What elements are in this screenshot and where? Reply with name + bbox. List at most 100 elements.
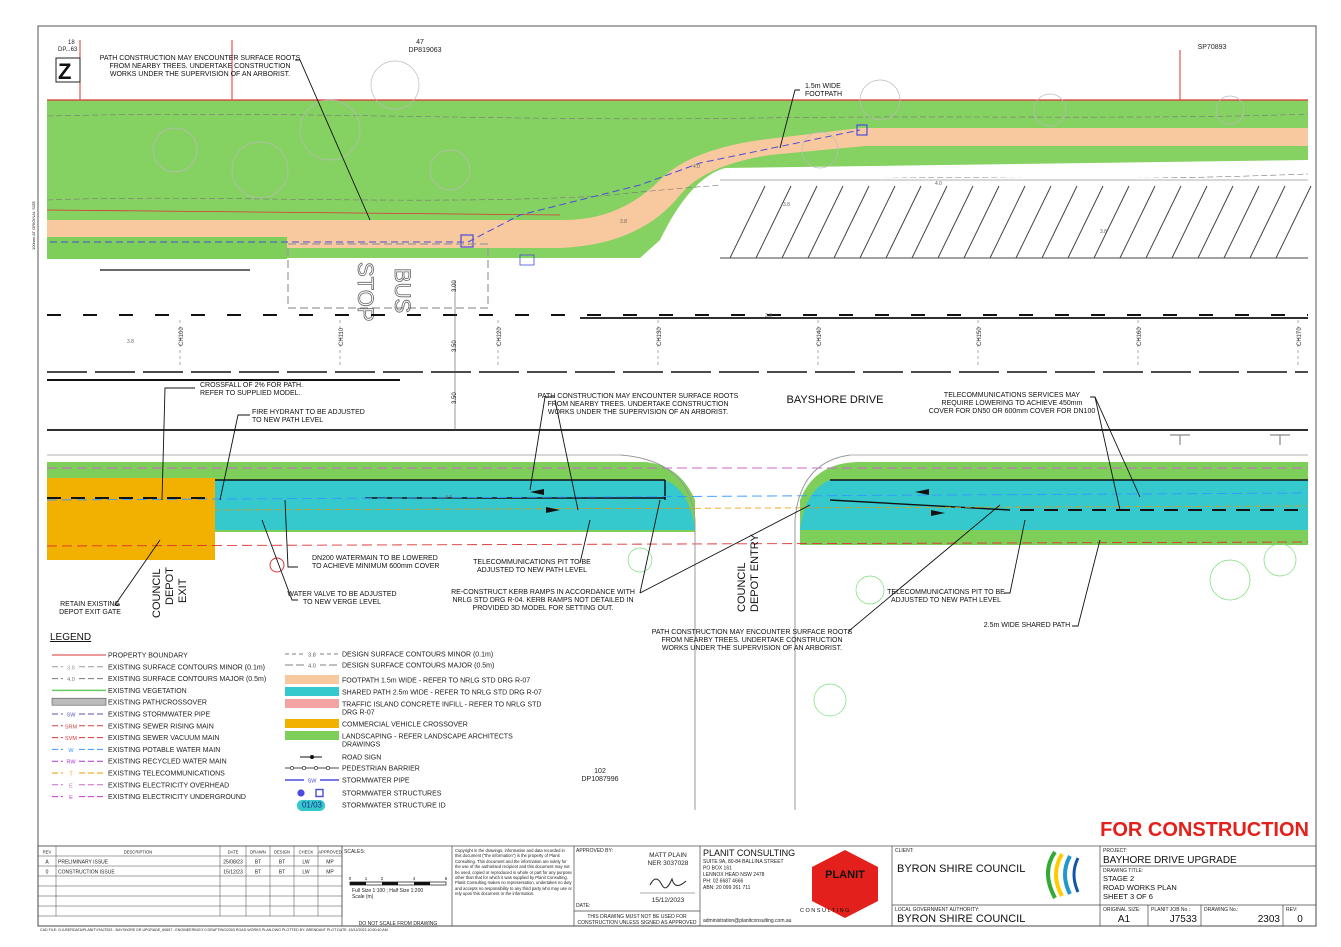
rev-cell: BT	[279, 870, 285, 876]
rev-header: DRAWN	[250, 850, 266, 855]
approved-by-label: APPROVED BY:	[576, 848, 613, 854]
chainage-label: CH130	[657, 327, 663, 346]
note-watermain: DN200 WATERMAIN TO BE LOWERED	[312, 555, 438, 562]
scale-bar	[349, 881, 447, 886]
legend-code: E	[69, 783, 73, 789]
legend-item-label: PROPERTY BOUNDARY	[108, 653, 188, 660]
scale-text-1: Full Size 1:100 ; Half Size 1:200	[352, 888, 423, 894]
note-roots-bottom: WORKS UNDER THE SUPERVISION OF AN ARBORI…	[662, 645, 842, 652]
depot-entry-1: COUNCIL	[736, 562, 748, 612]
legend-item-label: ROAD SIGN	[342, 755, 381, 762]
legend-code: RW	[66, 760, 76, 766]
legend-item-label: TRAFFIC ISLAND CONCRETE INFILL - REFER T…	[342, 702, 541, 709]
company-email: administration@planitconsulting.com.au	[703, 918, 792, 924]
legend-code: SW	[67, 713, 77, 719]
note-retain-gate: DEPOT EXIT GATE	[59, 609, 121, 616]
note-roots-bottom: PATH CONSTRUCTION MAY ENCOUNTER SURFACE …	[652, 629, 853, 636]
rev-cell: BT	[255, 870, 261, 876]
rev-label: REV:	[1286, 907, 1297, 913]
scales-label: SCALES:	[344, 849, 365, 855]
rev-header: CHECK	[299, 850, 314, 855]
legend-item-label: DRG R-07	[342, 710, 375, 717]
drawing-title-2: ROAD WORKS PLAN	[1103, 883, 1177, 892]
chainage-label: CH100	[179, 327, 185, 346]
note-retain-gate: RETAIN EXISTING	[60, 601, 120, 608]
dim-350b: 3.50	[452, 392, 458, 404]
client-name: BYRON SHIRE COUNCIL	[897, 863, 1025, 875]
note-hydrant: FIRE HYDRANT TO BE ADJUSTED	[252, 409, 365, 416]
legend-item-label: EXISTING SEWER RISING MAIN	[108, 723, 214, 730]
depot-exit-1: COUNCIL	[151, 568, 163, 618]
svg-text:4.0: 4.0	[935, 181, 942, 187]
note-watermain: TO ACHIEVE MINIMUM 600mm COVER	[312, 563, 439, 570]
note-kerb: RE-CONSTRUCT KERB RAMPS IN ACCORDANCE WI…	[451, 589, 635, 596]
legend-code: 01/03	[302, 801, 323, 810]
lot-102: 102	[594, 768, 606, 775]
note-roots-bottom: FROM NEARBY TREES. UNDERTAKE CONSTRUCTIO…	[661, 637, 842, 644]
drawing-title-3: SHEET 3 OF 6	[1103, 892, 1153, 901]
legend-item-label: EXISTING RECYCLED WATER MAIN	[108, 759, 227, 766]
drawing-title-1: STAGE 2	[1103, 874, 1134, 883]
client-label: CLIENT:	[895, 848, 914, 854]
not-used-1: THIS DRAWING MUST NOT BE USED FOR	[587, 914, 687, 920]
legend-item-label: EXISTING SURFACE CONTOURS MINOR (0.1m)	[108, 664, 265, 671]
stormwater-pit-2	[856, 124, 868, 136]
legend-code: T	[69, 772, 73, 778]
for-construction-stamp: FOR CONSTRUCTION	[1100, 819, 1309, 841]
note-roots-top: PATH CONSTRUCTION MAY ENCOUNTER SURFACE …	[100, 55, 301, 62]
svg-text:3.8: 3.8	[783, 202, 790, 208]
rev-cell: MP	[326, 860, 334, 866]
legend-item-label: STORMWATER STRUCTURE ID	[342, 803, 446, 810]
contour-labels: 3.8 4.0 3.8 3.8 4.0 4.0 3.8 3.8	[127, 164, 1107, 501]
legend-item-label: STORMWATER STRUCTURES	[342, 791, 442, 798]
drawing-no: 2303	[1258, 914, 1281, 925]
chainage-label: CH160	[1137, 327, 1143, 346]
north-arrow: Z	[55, 57, 81, 84]
lot-tl: 18	[68, 40, 75, 46]
job-label: PLANIT JOB No.:	[1151, 907, 1190, 913]
note-roots-mid: WORKS UNDER THE SUPERVISION OF AN ARBORI…	[548, 409, 728, 416]
note-kerb: PROVIDED 3D MODEL FOR SETTING OUT.	[473, 605, 614, 612]
approver-ner: NER 3037028	[648, 860, 689, 867]
legend-item-label: EXISTING STORMWATER PIPE	[108, 712, 210, 719]
cad-file: CAD FILE: G:\USERDATA\PLANIT\YN\J7533 - …	[40, 928, 388, 932]
note-telecom-pit2: ADJUSTED TO NEW PATH LEVEL	[891, 597, 1001, 604]
bottom-plan	[46, 434, 1309, 810]
legend-item-label: COMMERCIAL VEHICLE CROSSOVER	[342, 722, 468, 729]
svg-text:3.8: 3.8	[765, 313, 772, 319]
note-roots-top: FROM NEARBY TREES. UNDERTAKE CONSTRUCTIO…	[109, 63, 290, 70]
legend-item-label: PEDESTRIAN BARRIER	[342, 766, 420, 773]
legend-code: 4.0	[67, 677, 75, 683]
parking-area	[720, 178, 1308, 258]
note-roots-mid: FROM NEARBY TREES. UNDERTAKE CONSTRUCTIO…	[547, 401, 728, 408]
note-telecom-services: TELECOMMUNICATIONS SERVICES MAY	[944, 392, 1080, 399]
orig-size: A1	[1118, 914, 1131, 925]
address-line: SUITE 9A, 80-84 BALLINA STREET	[703, 859, 784, 865]
note-kerb: NRLG STD DRG R-04. KERB RAMPS NOT DETAIL…	[453, 597, 634, 604]
stormwater-pit-1	[460, 234, 474, 248]
top-footpath-west	[47, 237, 287, 259]
water-main	[46, 492, 1309, 501]
rev-header: DESIGN	[274, 850, 290, 855]
legend-code: SW	[308, 779, 318, 785]
rev-cell: 0	[46, 870, 49, 876]
note-water-valve: TO NEW VERGE LEVEL	[303, 599, 381, 606]
do-not-scale: DO NOT SCALE FROM DRAWING	[359, 921, 438, 927]
note-water-valve: WATER VALVE TO BE ADJUSTED	[287, 591, 396, 598]
address-line: PO BOX 161	[703, 866, 732, 872]
legend-code: 3.8	[67, 665, 75, 671]
chainage-label: CH170	[1297, 327, 1303, 346]
not-used-2: CONSTRUCTION UNLESS SIGNED AS APPROVED	[578, 920, 697, 926]
svg-text:3.8: 3.8	[127, 339, 134, 345]
planit-logo: PLANIT	[812, 850, 878, 918]
legend-item-label: EXISTING PATH/CROSSOVER	[108, 700, 207, 707]
depot-exit-2: DEPOT	[164, 567, 176, 605]
rev-cell: CONSTRUCTION ISSUE	[58, 870, 115, 876]
scale-tick: 2	[381, 876, 384, 881]
note-crossfall: REFER TO SUPPLIED MODEL.	[200, 390, 301, 397]
address-line: ABN: 20 099 261 711	[703, 885, 751, 891]
svg-text:4.0: 4.0	[445, 495, 452, 501]
lot-tl-dp: DP...63	[58, 47, 78, 53]
byron-logo	[1046, 850, 1080, 899]
